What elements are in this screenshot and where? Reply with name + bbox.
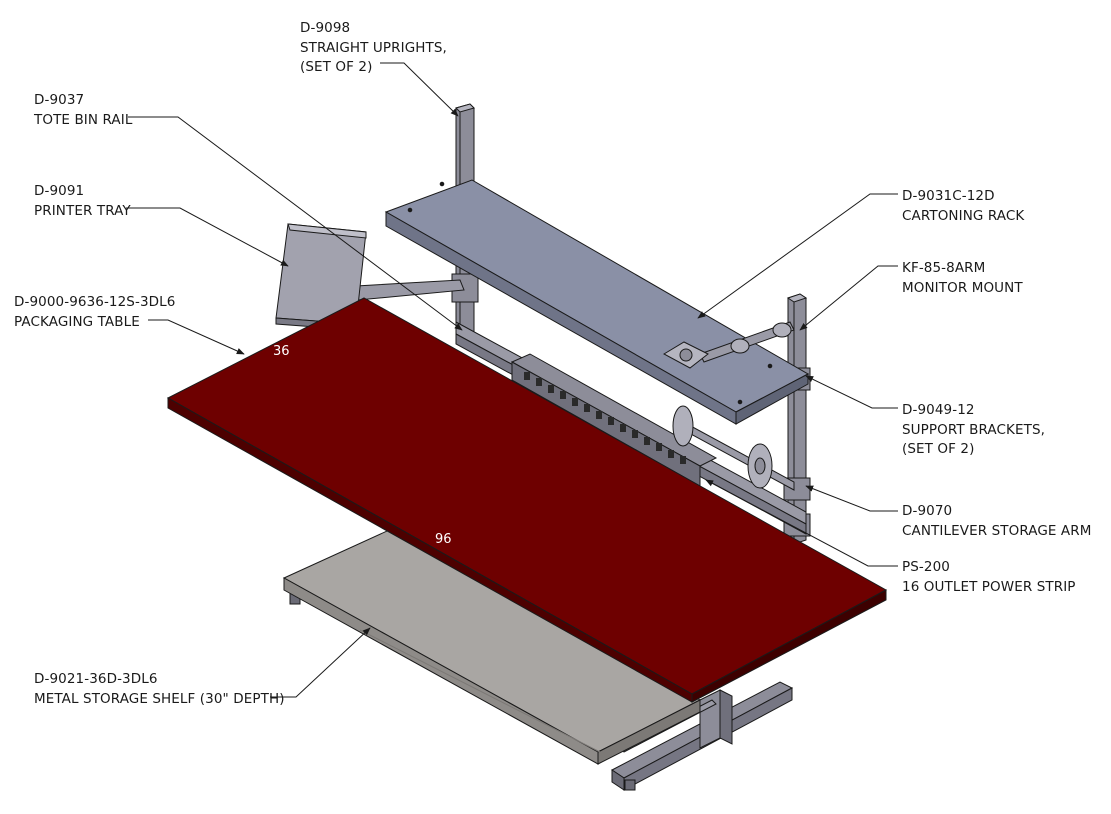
- callout-power-strip: PS-200 16 OUTLET POWER STRIP: [902, 558, 1076, 597]
- part-description: SUPPORT BRACKETS,: [902, 421, 1046, 438]
- part-description: CANTILEVER STORAGE ARM: [902, 522, 1092, 539]
- part-description: CARTONING RACK: [902, 207, 1025, 224]
- part-note: (SET OF 2): [902, 441, 975, 457]
- part-description: PRINTER TRAY: [34, 202, 131, 219]
- part-number: D-9091: [34, 183, 85, 199]
- part-description: 16 OUTLET POWER STRIP: [902, 578, 1076, 595]
- callout-monitor-mount: KF-85-8ARM MONITOR MOUNT: [902, 259, 1023, 298]
- packaging-table-top: [166, 297, 888, 703]
- length-dimension: 96: [435, 532, 452, 547]
- callout-support-brackets: D-9049-12 SUPPORT BRACKETS, (SET OF 2): [902, 401, 1045, 460]
- part-description: STRAIGHT UPRIGHTS,: [300, 39, 447, 56]
- callout-printer-tray: D-9091 PRINTER TRAY: [34, 182, 131, 221]
- part-description: TOTE BIN RAIL: [34, 111, 133, 128]
- monitor-mount: [662, 321, 795, 369]
- part-number: D-9049-12: [902, 402, 975, 418]
- part-number: D-9000-9636-12S-3DL6: [14, 294, 176, 310]
- part-number: KF-85-8ARM: [902, 260, 986, 276]
- callout-cantilever-storage-arm: D-9070 CANTILEVER STORAGE ARM: [902, 502, 1092, 541]
- part-number: D-9037: [34, 92, 85, 108]
- part-number: D-9021-36D-3DL6: [34, 671, 158, 687]
- callout-leaders: [126, 62, 898, 698]
- part-description: METAL STORAGE SHELF (30" DEPTH): [34, 690, 285, 707]
- depth-dimension: 36: [273, 344, 290, 359]
- callout-tote-bin-rail: D-9037 TOTE BIN RAIL: [34, 91, 132, 130]
- part-note: (SET OF 2): [300, 59, 373, 75]
- printer-tray: [275, 223, 465, 331]
- callout-metal-storage-shelf: D-9021-36D-3DL6 METAL STORAGE SHELF (30"…: [34, 670, 285, 709]
- callout-cartoning-rack: D-9031C-12D CARTONING RACK: [902, 187, 1024, 226]
- callout-straight-uprights: D-9098 STRAIGHT UPRIGHTS, (SET OF 2): [300, 19, 447, 78]
- part-number: PS-200: [902, 559, 950, 575]
- part-number: D-9098: [300, 20, 351, 36]
- part-description: MONITOR MOUNT: [902, 279, 1023, 296]
- metal-storage-shelf: [282, 525, 702, 765]
- part-number: D-9070: [902, 503, 953, 519]
- part-number: D-9031C-12D: [902, 188, 995, 204]
- part-description: PACKAGING TABLE: [14, 313, 140, 330]
- callout-packaging-table: D-9000-9636-12S-3DL6 PACKAGING TABLE: [14, 293, 175, 332]
- power-strip: [510, 353, 718, 487]
- cantilever-storage-arm: [672, 405, 795, 491]
